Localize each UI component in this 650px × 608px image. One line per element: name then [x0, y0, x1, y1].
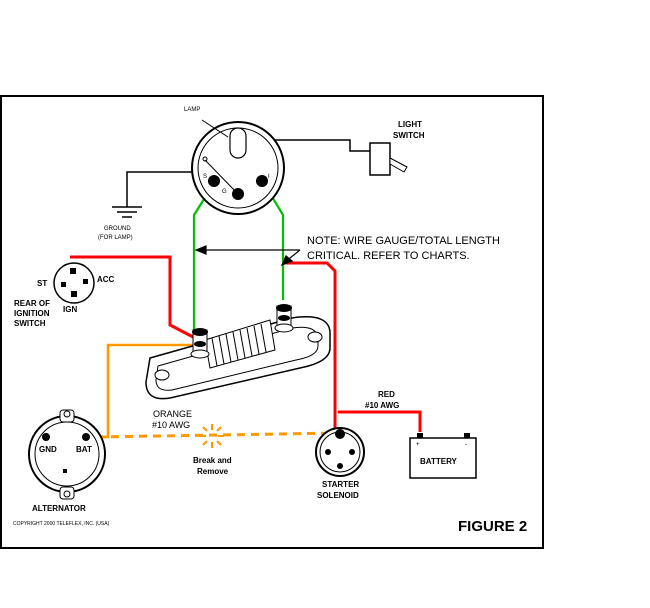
- lamp-gauge: S G I: [191, 119, 285, 215]
- starter-label-2: SOLENOID: [317, 491, 359, 500]
- ign-terminal-right-icon: [83, 279, 88, 284]
- battery: [409, 433, 477, 479]
- rear-of-label-1: REAR OF: [14, 299, 50, 308]
- diagram-frame: [0, 95, 544, 549]
- orange-wire-label-1: ORANGE: [153, 409, 192, 419]
- heat-sink-fins: [204, 319, 276, 369]
- copyright-text: COPYRIGHT 2000 TELEFLEX, INC. (USA): [13, 521, 110, 527]
- ignition-switch: [53, 262, 95, 304]
- ignition-switch-body: [53, 262, 95, 304]
- ground-icon: [112, 206, 142, 218]
- battery-negative-post-icon: [464, 433, 470, 438]
- battery-plus-label: +: [416, 442, 420, 448]
- note-line-2: CRITICAL. REFER TO CHARTS.: [307, 250, 470, 262]
- gauge-label-i: I: [268, 174, 270, 180]
- internal-lead: [204, 159, 239, 195]
- battery-minus-label: -: [465, 442, 467, 448]
- red-wire-ignition: [70, 255, 196, 340]
- light-switch-label-1: LIGHT: [398, 120, 422, 129]
- solenoid-right-terminal-icon: [349, 449, 355, 455]
- regulator-left-terminal-icon: [190, 328, 210, 359]
- ign-ign-label: IGN: [63, 305, 77, 314]
- mount-hole-left-icon: [154, 369, 170, 381]
- ign-acc-label: ACC: [97, 275, 115, 284]
- ign-terminal-bottom-icon: [71, 291, 77, 297]
- voltage-regulator: [145, 304, 331, 400]
- ground-label-2: (FOR LAMP): [98, 235, 133, 241]
- regulator-right-terminal-icon: [274, 304, 294, 333]
- terminal-i-icon: [256, 175, 268, 187]
- gauge-label-g: G: [222, 189, 227, 195]
- battery-label: BATTERY: [420, 457, 458, 466]
- starter-solenoid: [315, 427, 365, 477]
- lamp-bulb: [229, 127, 247, 159]
- light-switch-label-2: SWITCH: [393, 131, 425, 140]
- starter-label-1: STARTER: [322, 480, 359, 489]
- rear-of-label-2: IGNITION: [14, 309, 50, 318]
- break-label-1: Break and: [193, 456, 232, 465]
- ign-terminal-top-icon: [70, 268, 76, 274]
- orange-wire-label-2: #10 AWG: [152, 420, 190, 430]
- alternator-gnd-label: GND: [39, 445, 57, 454]
- rear-of-label-3: SWITCH: [14, 319, 46, 328]
- light-switch: [369, 142, 408, 176]
- solenoid-body: [315, 427, 365, 477]
- ground-label-1: GROUND: [104, 226, 131, 232]
- ign-terminal-left-icon: [61, 282, 66, 287]
- red-wire-regulator: [285, 261, 337, 432]
- red-wire-label-2: #10 AWG: [365, 401, 399, 410]
- solenoid-top-terminal-icon: [335, 429, 345, 439]
- battery-body: [409, 437, 477, 479]
- note-line-1: NOTE: WIRE GAUGE/TOTAL LENGTH: [307, 235, 500, 247]
- note-arrows: [194, 245, 301, 267]
- alternator-center-mark: [63, 469, 67, 473]
- battery-positive-post-icon: [417, 433, 423, 438]
- gauge-outer-ring: [191, 121, 285, 215]
- alternator-gnd-terminal-icon: [42, 433, 50, 441]
- screw-icon: [202, 156, 208, 162]
- alternator: [28, 409, 106, 500]
- break-label-2: Remove: [197, 467, 229, 476]
- ign-st-label: ST: [37, 279, 47, 288]
- alternator-bat-terminal-icon: [82, 433, 90, 441]
- lamp-label: LAMP: [184, 107, 200, 113]
- alternator-bottom-bolt-icon: [63, 490, 71, 498]
- alternator-body: [28, 415, 106, 493]
- alternator-label: ALTERNATOR: [32, 504, 86, 513]
- gauge-label-s: S: [203, 174, 207, 180]
- solenoid-left-terminal-icon: [325, 449, 331, 455]
- light-switch-wire: [240, 139, 372, 152]
- alternator-bat-label: BAT: [76, 445, 92, 454]
- orange-wire-dashed: [96, 431, 341, 439]
- figure-label: FIGURE 2: [458, 518, 527, 535]
- terminal-s-icon: [208, 175, 220, 187]
- ground-wire: [126, 171, 205, 207]
- break-burst-icon: [200, 424, 224, 448]
- lamp-pointer-line: [201, 119, 229, 138]
- red-wire-label-1: RED: [378, 390, 395, 399]
- alternator-top-bolt-icon: [63, 410, 71, 418]
- red-wire-battery: [338, 410, 422, 432]
- light-switch-lever-icon: [389, 157, 408, 173]
- solenoid-bottom-terminal-icon: [337, 463, 343, 469]
- regulator-base-inner: [155, 326, 319, 391]
- mount-hole-right-icon: [307, 331, 323, 343]
- light-switch-body: [369, 142, 391, 176]
